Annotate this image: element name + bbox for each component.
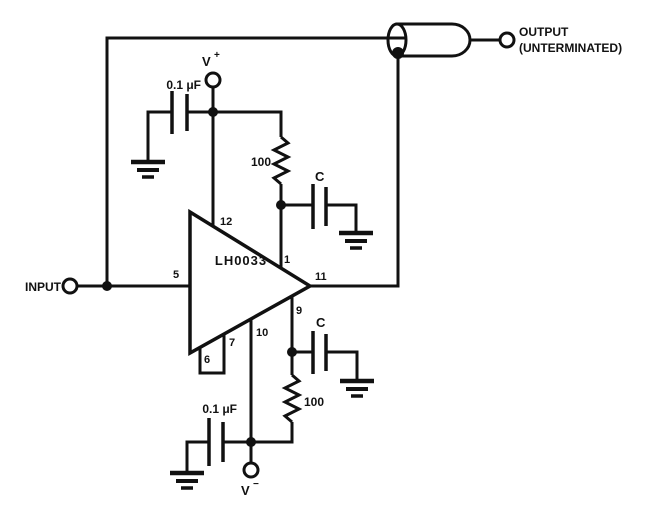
- vminus-terminal: [242, 461, 260, 479]
- output-to-coax-wire: [310, 54, 400, 288]
- bypass-top-ground-wire: [146, 110, 172, 162]
- pin11-label: 11: [315, 271, 327, 283]
- resistor-top-label: 100: [251, 155, 271, 169]
- bypass-cap-bottom-label: 0.1 μF: [202, 402, 237, 416]
- output-note-label: (UNTERMINATED): [519, 41, 622, 55]
- junction-dot: [102, 281, 112, 291]
- pin7-label: 7: [229, 337, 235, 349]
- vminus-sign: −: [253, 479, 259, 490]
- junction-dot: [276, 200, 286, 210]
- output-label: OUTPUT: [519, 25, 569, 39]
- vminus-label: V: [241, 483, 250, 498]
- resistor-top-symbol: [270, 135, 292, 186]
- comp-cap-top-label: C: [315, 169, 325, 184]
- resistor-bottom-label: 100: [304, 395, 324, 409]
- comp-cap-top-ground-wire: [326, 203, 358, 233]
- bypass-cap-bottom-symbol: [207, 418, 225, 466]
- input-label: INPUT: [25, 280, 62, 294]
- junction-dot: [392, 47, 404, 59]
- pin1-label: 1: [284, 254, 290, 266]
- comp-cap-bottom-symbol: [311, 331, 328, 374]
- pin6-pin7-strap-wire: [198, 334, 226, 375]
- resistor-bottom-symbol: [281, 373, 303, 424]
- bypass-cap-top-symbol: [170, 91, 189, 134]
- ground-symbol: [340, 378, 374, 398]
- ic-label: LH0033: [215, 253, 267, 268]
- vplus-label: V: [202, 54, 211, 69]
- vplus-sign: +: [214, 50, 220, 61]
- comp-cap-bottom-ground-wire: [326, 350, 359, 381]
- pin6-label: 6: [204, 354, 210, 366]
- input-terminal: [61, 277, 79, 295]
- bypass-cap-top-label: 0.1 μF: [166, 78, 201, 92]
- feedback-wire: [105, 36, 406, 286]
- vplus-terminal: [204, 71, 222, 89]
- output-terminal: [498, 31, 516, 49]
- ground-symbol: [131, 159, 165, 179]
- comp-cap-top-symbol: [311, 184, 328, 229]
- ground-symbol: [170, 470, 204, 490]
- pin9-label: 9: [296, 305, 302, 317]
- junction-dot: [287, 347, 297, 357]
- pin12-label: 12: [220, 216, 232, 228]
- coax-body: [395, 22, 472, 58]
- ground-symbol: [339, 230, 373, 250]
- vplus-resistor-wire: [213, 110, 283, 137]
- pin10-label: 10: [256, 327, 268, 339]
- resistor-vminus-wire: [251, 422, 294, 444]
- pin5-label: 5: [173, 269, 179, 281]
- junction-dot: [208, 107, 218, 117]
- junction-dot: [246, 437, 256, 447]
- comp-cap-bottom-label: C: [316, 315, 326, 330]
- bypass-bottom-ground-wire: [185, 440, 209, 473]
